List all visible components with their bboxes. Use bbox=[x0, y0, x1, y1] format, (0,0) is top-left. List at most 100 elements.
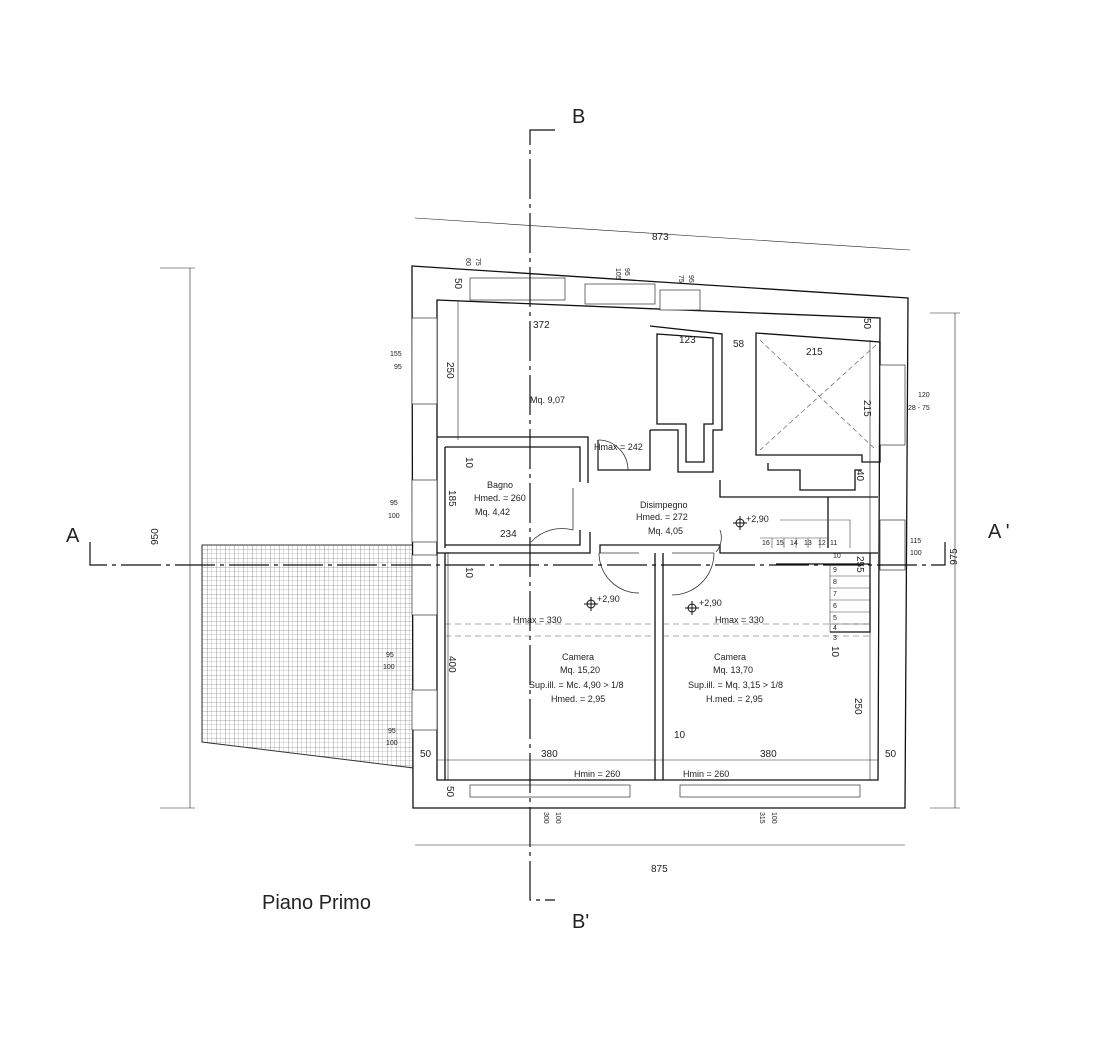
level-stair: +2,90 bbox=[746, 514, 769, 524]
overall-bottom-dim: 875 bbox=[651, 864, 668, 875]
camera2-sup: Sup.ill. = Mq. 3,15 > 1/8 bbox=[688, 680, 783, 690]
win-dim: 315 bbox=[758, 812, 765, 824]
svg-text:8: 8 bbox=[833, 579, 837, 586]
dim-50-e: 50 bbox=[444, 786, 455, 798]
overall-top-dim: 873 bbox=[652, 232, 669, 243]
svg-text:3: 3 bbox=[833, 635, 837, 642]
hmin-left: Hmin = 260 bbox=[574, 769, 620, 779]
svg-text:5: 5 bbox=[833, 615, 837, 622]
dim-10-d: 10 bbox=[829, 646, 840, 658]
win-dim: 95 bbox=[386, 652, 394, 659]
section-b-prime-label: B' bbox=[572, 911, 589, 933]
dim-215-h: 215 bbox=[806, 347, 823, 358]
dim-372: 372 bbox=[533, 320, 550, 331]
terrace bbox=[201, 544, 415, 769]
win-dim: 120 bbox=[918, 392, 930, 399]
dim-255: 255 bbox=[854, 556, 865, 573]
hmax-left: Hmax = 330 bbox=[513, 615, 562, 625]
svg-text:16: 16 bbox=[762, 540, 770, 547]
win-dim: 95 bbox=[623, 268, 630, 276]
disimpegno-hmed: Hmed. = 272 bbox=[636, 512, 688, 522]
outer-walls bbox=[411, 265, 909, 809]
win-dim: 100 bbox=[770, 812, 777, 824]
dim-10-c: 10 bbox=[674, 730, 686, 741]
dim-50-d: 50 bbox=[885, 749, 897, 760]
svg-text:7: 7 bbox=[833, 591, 837, 598]
level-bed2: +2,90 bbox=[699, 598, 722, 608]
void-cross bbox=[759, 339, 877, 451]
dim-40: 40 bbox=[854, 470, 865, 482]
section-b-label: B bbox=[572, 106, 585, 128]
svg-text:11: 11 bbox=[830, 540, 837, 547]
section-a-prime-label: A ' bbox=[988, 521, 1010, 543]
dim-250-b: 250 bbox=[852, 698, 863, 715]
dim-10-b: 10 bbox=[463, 567, 474, 579]
camera1-sup: Sup.ill. = Mc. 4,90 > 1/8 bbox=[529, 680, 624, 690]
camera1-name: Camera bbox=[562, 652, 594, 662]
camera1-hmed: Hmed. = 2,95 bbox=[551, 694, 605, 704]
dim-380-a: 380 bbox=[541, 749, 558, 760]
upper-room-area: Mq. 9,07 bbox=[530, 395, 565, 405]
win-dim: 155 bbox=[390, 351, 402, 358]
camera2-hmed: H.med. = 2,95 bbox=[706, 694, 763, 704]
win-dim: 100 bbox=[386, 740, 398, 747]
dim-185: 185 bbox=[446, 490, 457, 507]
stair-numbers: 16 15 14 13 12 11 10 9 8 7 6 5 4 3 bbox=[762, 540, 841, 642]
win-dim: 75 bbox=[474, 258, 481, 266]
win-dim: 60 bbox=[464, 258, 471, 266]
win-dim: 115 bbox=[910, 538, 921, 545]
win-dim: 100 bbox=[383, 664, 395, 671]
win-dim: 300 bbox=[542, 812, 549, 824]
win-dim: 100 bbox=[388, 513, 400, 520]
win-dim: 95 bbox=[394, 364, 402, 371]
dim-50-c: 50 bbox=[420, 749, 432, 760]
level-bed1: +2,90 bbox=[597, 594, 620, 604]
bagno-area: Mq. 4,42 bbox=[475, 507, 510, 517]
section-a-label: A bbox=[66, 525, 80, 547]
camera2-name: Camera bbox=[714, 652, 746, 662]
win-dim: 95 bbox=[687, 275, 694, 283]
disimpegno-area: Mq. 4,05 bbox=[648, 526, 683, 536]
hmin-right: Hmin = 260 bbox=[683, 769, 729, 779]
win-dim: 95 bbox=[390, 500, 398, 507]
level-marker-icon bbox=[584, 516, 747, 615]
svg-text:10: 10 bbox=[833, 553, 841, 560]
dim-250-a: 250 bbox=[444, 362, 455, 379]
win-dim: 75 bbox=[677, 275, 684, 283]
svg-text:15: 15 bbox=[776, 540, 784, 547]
dim-400: 400 bbox=[446, 656, 457, 673]
bagno-hmed: Hmed. = 260 bbox=[474, 493, 526, 503]
overall-right-dim: 975 bbox=[949, 548, 960, 565]
overall-left-dim: 950 bbox=[150, 528, 161, 545]
dim-380-b: 380 bbox=[760, 749, 777, 760]
win-dim: 100 bbox=[910, 550, 922, 557]
plan-title: Piano Primo bbox=[262, 892, 371, 914]
svg-text:12: 12 bbox=[818, 540, 826, 547]
section-lines bbox=[89, 129, 946, 901]
camera2-area: Mq. 13,70 bbox=[713, 665, 753, 675]
dim-50-b: 50 bbox=[452, 278, 463, 290]
win-dim: 105 bbox=[614, 268, 621, 280]
doors bbox=[530, 439, 722, 596]
dim-123: 123 bbox=[679, 335, 696, 346]
dim-234: 234 bbox=[500, 529, 517, 540]
svg-text:14: 14 bbox=[790, 540, 798, 547]
dim-58: 58 bbox=[733, 339, 745, 350]
hmax-right: Hmax = 330 bbox=[715, 615, 764, 625]
windows bbox=[411, 277, 906, 798]
svg-text:4: 4 bbox=[833, 625, 837, 632]
camera1-area: Mq. 15,20 bbox=[560, 665, 600, 675]
win-dim: 95 bbox=[388, 728, 396, 735]
win-dim: 28 - 75 bbox=[908, 405, 930, 412]
hmax-upper: Hmax = 242 bbox=[594, 442, 643, 452]
dimension-lines bbox=[160, 217, 960, 846]
svg-text:6: 6 bbox=[833, 603, 837, 610]
dim-215-v: 215 bbox=[861, 400, 872, 417]
bagno-name: Bagno bbox=[487, 480, 513, 490]
dim-10-a: 10 bbox=[463, 457, 474, 469]
svg-text:9: 9 bbox=[833, 567, 837, 574]
win-dim: 100 bbox=[554, 812, 561, 824]
disimpegno-name: Disimpegno bbox=[640, 500, 688, 510]
svg-text:13: 13 bbox=[804, 540, 812, 547]
